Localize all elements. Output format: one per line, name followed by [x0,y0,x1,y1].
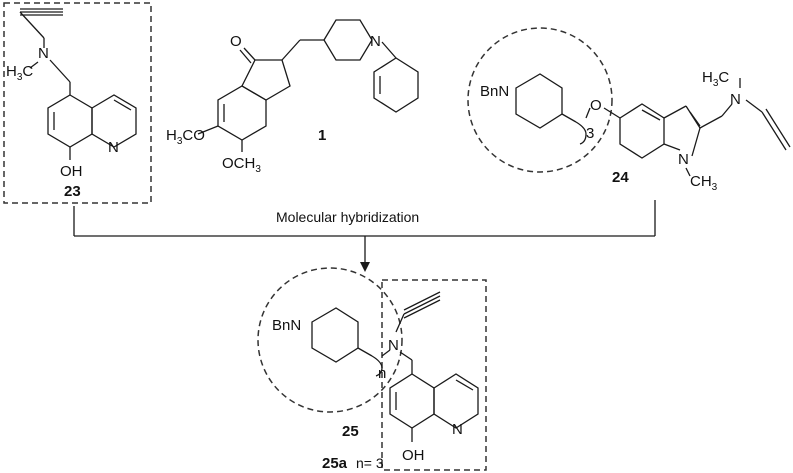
atom-24-ch3: CH [690,173,712,190]
atom-23-h: H [6,63,17,80]
atom-24-bnn: BnN [480,83,509,100]
arrow-caption: Molecular hybridization [276,209,419,225]
dashed-box-23 [3,2,152,204]
atom-24-n-indole: N [678,151,689,168]
dashed-box-25 [381,279,487,471]
dashed-circle-24 [467,27,613,173]
label-25a: 25a [322,455,348,472]
atom-24-o: O [590,97,602,114]
atom-1-och3: OCH [222,155,255,172]
compound-1: O N H3CO OCH3 1 [166,19,419,175]
compound-25: BnN n N N OH 25 [257,267,487,471]
svg-text:OCH3: OCH3 [222,155,261,175]
label-25: 25 [342,423,359,440]
atom-23-nq: N [108,139,119,156]
dashed-circle-25 [257,267,403,413]
atom-24-n-chain: N [730,91,741,108]
atom-1-o: O [230,33,242,50]
atom-25-oh: OH [402,447,425,464]
atom-1-n: N [370,33,381,50]
label-23: 23 [64,183,81,200]
atom-25-bnn: BnN [272,317,301,334]
atom-25-n-idx: n [378,365,386,382]
label-1: 1 [318,127,326,144]
compound-24: BnN 3 O N CH3 N H3C 24 [467,27,791,193]
svg-text:H3C: H3C [702,69,729,89]
label-24: 24 [612,169,629,186]
atom-23-oh: OH [60,163,83,180]
svg-text:H3C: H3C [6,63,33,83]
label-25a-n: n= 3 [356,455,384,471]
compound-23: N H3C N OH 23 [3,2,152,204]
atom-25-n: N [388,337,399,354]
hybridization-arrow: Molecular hybridization [73,200,656,272]
compound-25a: 25a n= 3 [322,455,384,472]
atom-24-n3: 3 [586,125,594,142]
atom-24-h3c: H [702,69,713,86]
svg-text:H3CO: H3CO [166,127,205,147]
atom-1-h3co: H [166,127,177,144]
atom-23-n: N [38,45,49,62]
svg-text:CH3: CH3 [690,173,718,193]
atom-25-nq: N [452,421,463,438]
